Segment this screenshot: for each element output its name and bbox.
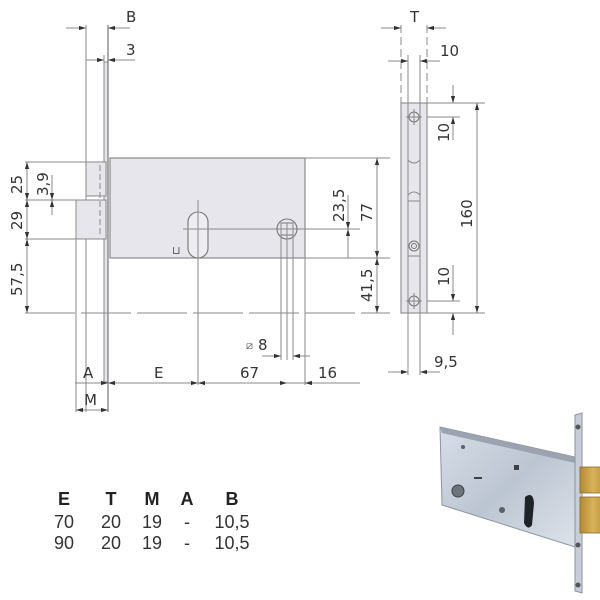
dim-T-label: T xyxy=(409,8,420,26)
table-row: 90 20 19 - 10,5 xyxy=(38,533,262,554)
square-symbol-icon: ⧄ xyxy=(246,339,253,352)
cell-M: 19 xyxy=(141,512,163,532)
header-A: A xyxy=(180,488,194,509)
dim-23-5-label: 23,5 xyxy=(330,189,348,222)
dim-M-label: M xyxy=(84,391,97,409)
header-T: T xyxy=(105,488,117,509)
header-E: E xyxy=(57,488,70,509)
dim-67-label: 67 xyxy=(240,364,259,382)
side-view: T 10 10 160 10 9,5 xyxy=(381,8,485,375)
dim-9-5-label: 9,5 xyxy=(434,353,458,371)
cell-B: 10,5 xyxy=(214,512,250,532)
dim-A-label: A xyxy=(83,364,94,382)
dim-3-9-label: 3,9 xyxy=(34,172,52,196)
cell-A: - xyxy=(184,533,190,553)
header-B: B xyxy=(225,488,239,509)
dim-16-label: 16 xyxy=(318,364,337,382)
cell-B: 10,5 xyxy=(214,533,250,553)
dim-E-label: E xyxy=(154,364,163,382)
dim-B-label: B xyxy=(126,8,136,26)
dim-57-5-label: 57,5 xyxy=(8,263,26,296)
cylinder-symbol-icon: ⊔ xyxy=(172,244,181,257)
dim-77-label: 77 xyxy=(358,203,376,222)
latch-circle xyxy=(408,240,420,252)
cell-A: - xyxy=(184,512,190,532)
front-view: ⊔ xyxy=(8,8,390,413)
cylinder-opening xyxy=(524,495,534,528)
spec-table-header-row: E T M A B xyxy=(38,486,262,512)
dim-10-top-label: 10 xyxy=(440,42,459,60)
dim-8-label: 8 xyxy=(258,336,268,354)
cell-T: 20 xyxy=(100,533,122,553)
header-M: M xyxy=(144,488,160,509)
cell-E: 90 xyxy=(53,533,75,553)
faceplate xyxy=(574,412,583,594)
dim-3-label: 3 xyxy=(126,41,136,59)
table-row: 70 20 19 - 10,5 xyxy=(38,512,262,533)
dead-bolt xyxy=(75,199,107,240)
dim-10-upper-label: 10 xyxy=(435,123,453,142)
dim-160-label: 160 xyxy=(458,199,476,228)
latch-bolt xyxy=(85,161,107,197)
dim-10-lower-label: 10 xyxy=(435,267,453,286)
spec-table: E T M A B 70 20 19 - 10,5 90 20 19 - 10,… xyxy=(38,486,262,554)
dim-29-label: 29 xyxy=(8,211,26,230)
lock-product-image xyxy=(439,412,600,594)
dim-41-5-label: 41,5 xyxy=(358,269,376,302)
cell-M: 19 xyxy=(141,533,163,553)
cell-T: 20 xyxy=(100,512,122,532)
faceplate-side xyxy=(400,102,428,314)
dim-25-label: 25 xyxy=(8,175,26,194)
cell-E: 70 xyxy=(53,512,75,532)
latch-bolt-brass xyxy=(579,466,600,494)
dead-bolt-brass xyxy=(579,496,600,534)
